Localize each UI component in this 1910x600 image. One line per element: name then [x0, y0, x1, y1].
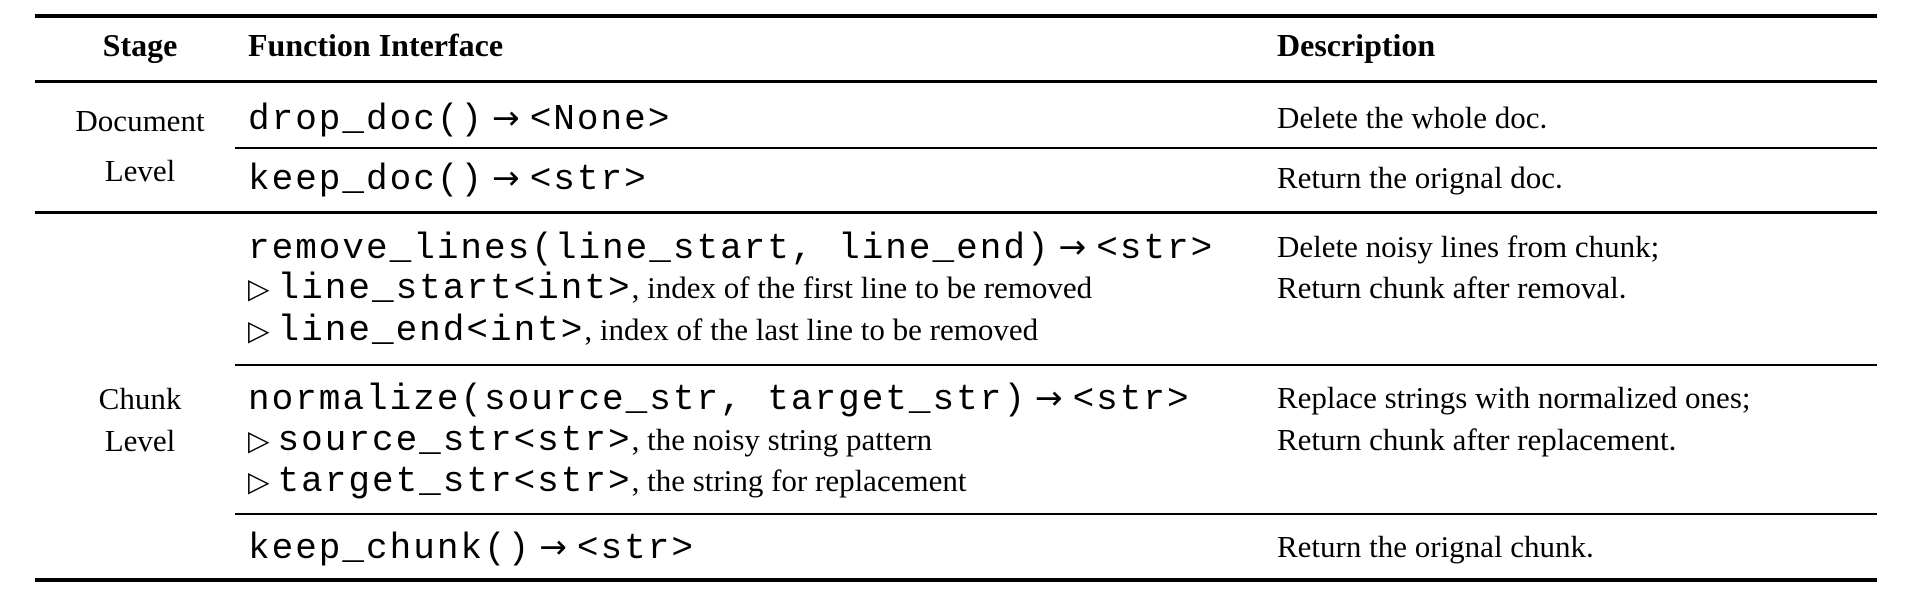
- col-header-stage: Stage: [102, 27, 178, 63]
- param-line-line-end: ▷line_end<int>, index of the last line t…: [248, 309, 1038, 351]
- stage-label-chunk-level: Level: [104, 423, 176, 458]
- row-divider-chunk-1: [235, 364, 1877, 366]
- col-header-function-interface: Function Interface: [248, 27, 504, 63]
- param-code: source_str<str>: [277, 420, 632, 461]
- stage-group-divider: [35, 211, 1877, 214]
- param-marker-icon: ▷: [248, 272, 270, 305]
- row-divider-chunk-2: [235, 513, 1877, 515]
- code-return-type: <str>: [1096, 228, 1215, 269]
- description-remove-lines-2: Return chunk after removal.: [1277, 270, 1627, 305]
- col-header-description: Description: [1277, 27, 1436, 63]
- code-return-type: <str>: [576, 528, 695, 569]
- function-signature-normalize: normalize(source_str, target_str)→<str>: [248, 377, 1191, 420]
- arrow-icon: →: [1058, 227, 1087, 266]
- stage-label-document: Document: [75, 103, 205, 138]
- param-description: , the noisy string pattern: [631, 422, 933, 457]
- param-code: line_start<int>: [277, 268, 632, 309]
- code-signature: keep_chunk(): [248, 528, 532, 569]
- code-signature: normalize(source_str, target_str): [248, 379, 1027, 420]
- code-signature: keep_doc(): [248, 159, 485, 200]
- arrow-icon: →: [539, 527, 567, 566]
- param-code: target_str<str>: [277, 461, 632, 502]
- description-drop-doc: Delete the whole doc.: [1277, 100, 1548, 135]
- param-marker-icon: ▷: [248, 465, 270, 498]
- param-description: , index of the last line to be removed: [584, 312, 1039, 347]
- code-return-type: <None>: [529, 99, 672, 140]
- param-code: line_end<int>: [277, 310, 585, 351]
- code-signature: remove_lines(line_start, line_end): [248, 228, 1051, 269]
- description-normalize-1: Replace strings with normalized ones;: [1277, 380, 1751, 415]
- param-description: , the string for replacement: [631, 463, 967, 498]
- table-bottom-rule: [35, 578, 1877, 582]
- row-divider-doc: [235, 147, 1877, 149]
- description-remove-lines-1: Delete noisy lines from chunk;: [1277, 229, 1660, 264]
- param-description: , index of the first line to be removed: [631, 270, 1093, 305]
- param-marker-icon: ▷: [248, 424, 270, 457]
- function-signature-keep-doc: keep_doc()→<str>: [248, 157, 648, 200]
- function-signature-remove-lines: remove_lines(line_start, line_end)→<str>: [248, 226, 1215, 269]
- description-keep-chunk: Return the orignal chunk.: [1277, 529, 1594, 564]
- code-return-type: <str>: [529, 159, 648, 200]
- param-line-target-str: ▷target_str<str>, the string for replace…: [248, 460, 966, 502]
- arrow-icon: →: [492, 158, 520, 197]
- function-signature-drop-doc: drop_doc()→<None>: [248, 97, 672, 140]
- param-line-source-str: ▷source_str<str>, the noisy string patte…: [248, 419, 932, 461]
- table-top-rule: [35, 14, 1877, 18]
- function-signature-keep-chunk: keep_chunk()→<str>: [248, 526, 695, 569]
- code-return-type: <str>: [1072, 379, 1191, 420]
- stage-label-chunk: Chunk: [98, 381, 182, 416]
- header-bottom-rule: [35, 80, 1877, 83]
- arrow-icon: →: [492, 98, 520, 137]
- description-keep-doc: Return the orignal doc.: [1277, 160, 1563, 195]
- param-marker-icon: ▷: [248, 314, 270, 347]
- arrow-icon: →: [1034, 378, 1063, 417]
- code-signature: drop_doc(): [248, 99, 485, 140]
- param-line-line-start: ▷line_start<int>, index of the first lin…: [248, 267, 1092, 309]
- stage-label-document-level: Level: [104, 153, 176, 188]
- description-normalize-2: Return chunk after replacement.: [1277, 422, 1677, 457]
